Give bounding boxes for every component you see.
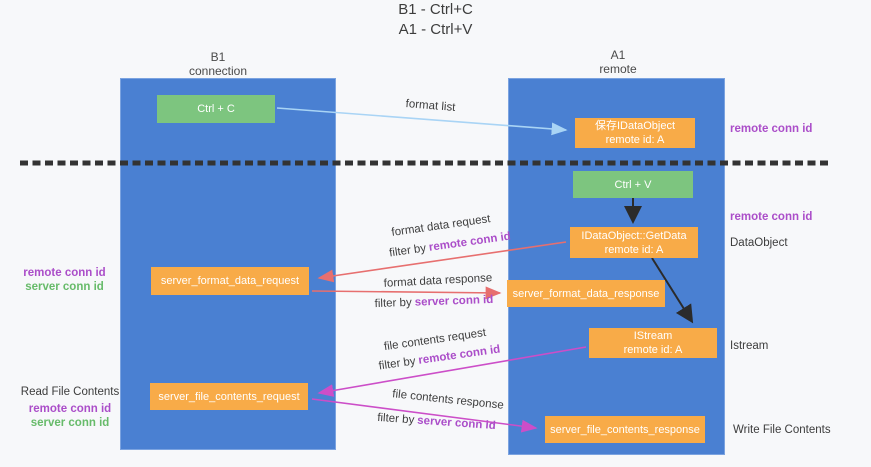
label-remote-conn-id-mid: remote conn id: [730, 211, 813, 223]
node-server-format-data-response: server_format_data_response: [507, 280, 665, 307]
node-format-response-label: server_format_data_response: [512, 287, 660, 300]
label-left-server-conn-id-1: server conn id: [25, 281, 104, 293]
arrow-format-list: [276, 107, 568, 136]
label-left-remote-conn-id-1: remote conn id: [23, 267, 106, 279]
arrow-getdata-to-istream: [651, 257, 694, 324]
label-left-remote-conn-id-2: remote conn id: [28, 403, 112, 415]
node-file-request-label: server_file_contents_request: [158, 390, 300, 403]
arrow-format-data-request: [317, 241, 567, 283]
label-istream: Istream: [730, 340, 769, 352]
label-dataobject: DataObject: [730, 237, 788, 249]
node-format-request-label: server_format_data_request: [160, 275, 300, 287]
node-server-file-contents-response: server_file_contents_response: [545, 416, 705, 443]
node-istream-line1: IStream: [633, 330, 673, 342]
node-istream: IStream remote id: A: [589, 328, 717, 358]
node-istream-line2: remote id: A: [623, 344, 683, 356]
column-header-b1: B1 connection: [158, 50, 278, 78]
label-write-file-contents: Write File Contents: [733, 424, 831, 436]
filter-by-text: filter by: [376, 411, 415, 427]
node-ctrl-c: Ctrl + C: [157, 95, 275, 123]
title-line-1: B1 - Ctrl+C: [398, 1, 473, 18]
label-remote-conn-id-top: remote conn id: [730, 123, 813, 135]
node-save-idataobject-line2: remote id: A: [605, 134, 665, 146]
node-server-file-contents-request: server_file_contents_request: [150, 383, 308, 410]
node-file-response-label: server_file_contents_response: [550, 423, 700, 436]
title-line-2: A1 - Ctrl+V: [398, 21, 473, 38]
label-left-server-conn-id-2: server conn id: [30, 417, 110, 429]
column-b1-subtitle: connection: [188, 63, 248, 78]
node-server-format-data-request: server_format_data_request: [151, 267, 309, 295]
node-getdata-line1: IDataObject::GetData: [581, 229, 687, 242]
node-ctrl-c-label: Ctrl + C: [197, 103, 235, 115]
node-save-idataobject: 保存IDataObject remote id: A: [575, 118, 695, 148]
node-idataobject-getdata: IDataObject::GetData remote id: A: [570, 227, 698, 258]
node-getdata-line2: remote id: A: [604, 243, 664, 256]
column-header-a1: A1 remote: [558, 48, 678, 76]
diagram-title: B1 - Ctrl+C A1 - Ctrl+V: [0, 0, 871, 40]
label-read-file-contents: Read File Contents: [20, 386, 120, 398]
arrow-file-contents-response: [311, 398, 538, 433]
filter-by-text: filter by: [374, 296, 412, 311]
column-a1-name: A1: [610, 48, 626, 62]
arrow-format-data-response: [311, 286, 502, 300]
arrow-file-contents-request: [317, 346, 587, 397]
node-save-idataobject-line1: 保存IDataObject: [594, 120, 676, 132]
column-b1-name: B1: [210, 50, 226, 64]
node-ctrl-v: Ctrl + V: [573, 171, 693, 198]
node-ctrl-v-label: Ctrl + V: [614, 178, 652, 191]
column-a1-subtitle: remote: [599, 61, 637, 76]
